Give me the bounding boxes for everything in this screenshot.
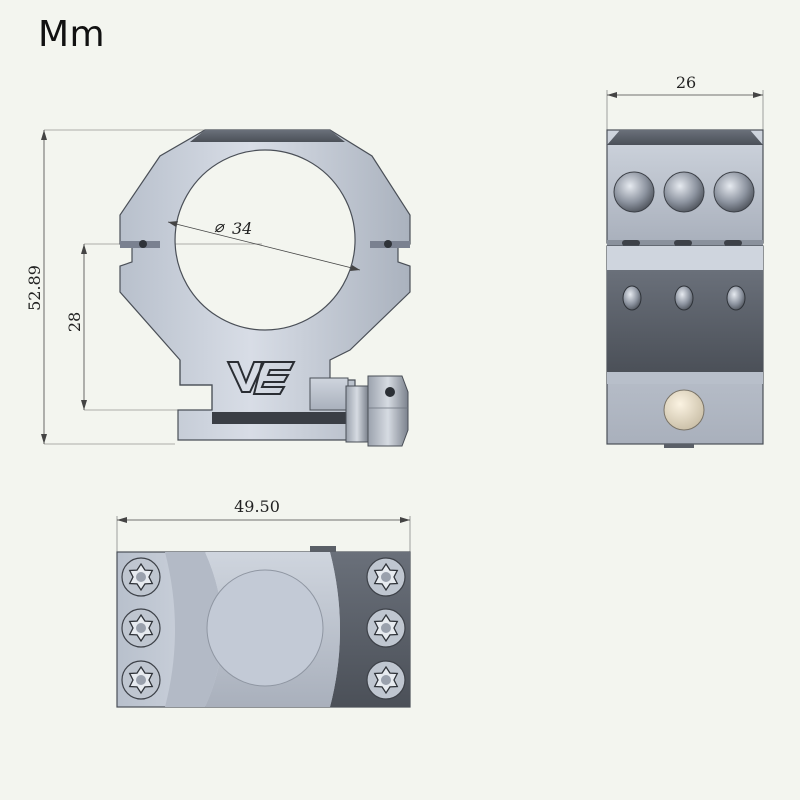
clamp-jaw (309, 377, 349, 411)
top-view: 49.50 (116, 497, 411, 708)
torx-screw-icon (366, 608, 406, 648)
side-view: 26 (606, 73, 764, 448)
side-cap-screw-3 (713, 171, 755, 213)
side-cap-screw-1 (613, 171, 655, 213)
side-bolt-head (663, 389, 705, 431)
svg-text:⌀: ⌀ (214, 217, 225, 236)
width-label: 26 (676, 73, 696, 92)
cross-bolt (212, 412, 352, 424)
side-base-dark (607, 270, 763, 372)
length-dimension: 49.50 (116, 497, 411, 552)
clamp-slot (179, 360, 213, 410)
torx-screw-icon (366, 660, 406, 700)
side-cap-screw-2 (663, 171, 705, 213)
diameter-label: 34 (232, 219, 252, 238)
height-dimension-label: 52.89 (25, 265, 44, 311)
torx-screw-icon (121, 608, 161, 648)
length-label: 49.50 (234, 497, 280, 516)
torx-screws (121, 557, 406, 700)
torx-screw-icon (121, 557, 161, 597)
width-dimension: 26 (606, 73, 764, 130)
ring-top-band (190, 130, 345, 142)
torx-screw-icon (121, 660, 161, 700)
clamp-nut (345, 375, 409, 447)
ve-logo (226, 361, 296, 395)
height-dimension: 52.89 (25, 129, 205, 445)
units-label: Mm (38, 14, 106, 55)
top-ring-opening (206, 569, 324, 687)
diameter-dimension: ⌀ 34 (167, 217, 361, 271)
center-height-label: 28 (65, 312, 84, 332)
front-view: 52.89 28 ⌀ 34 (25, 129, 411, 447)
torx-screw-icon (366, 557, 406, 597)
